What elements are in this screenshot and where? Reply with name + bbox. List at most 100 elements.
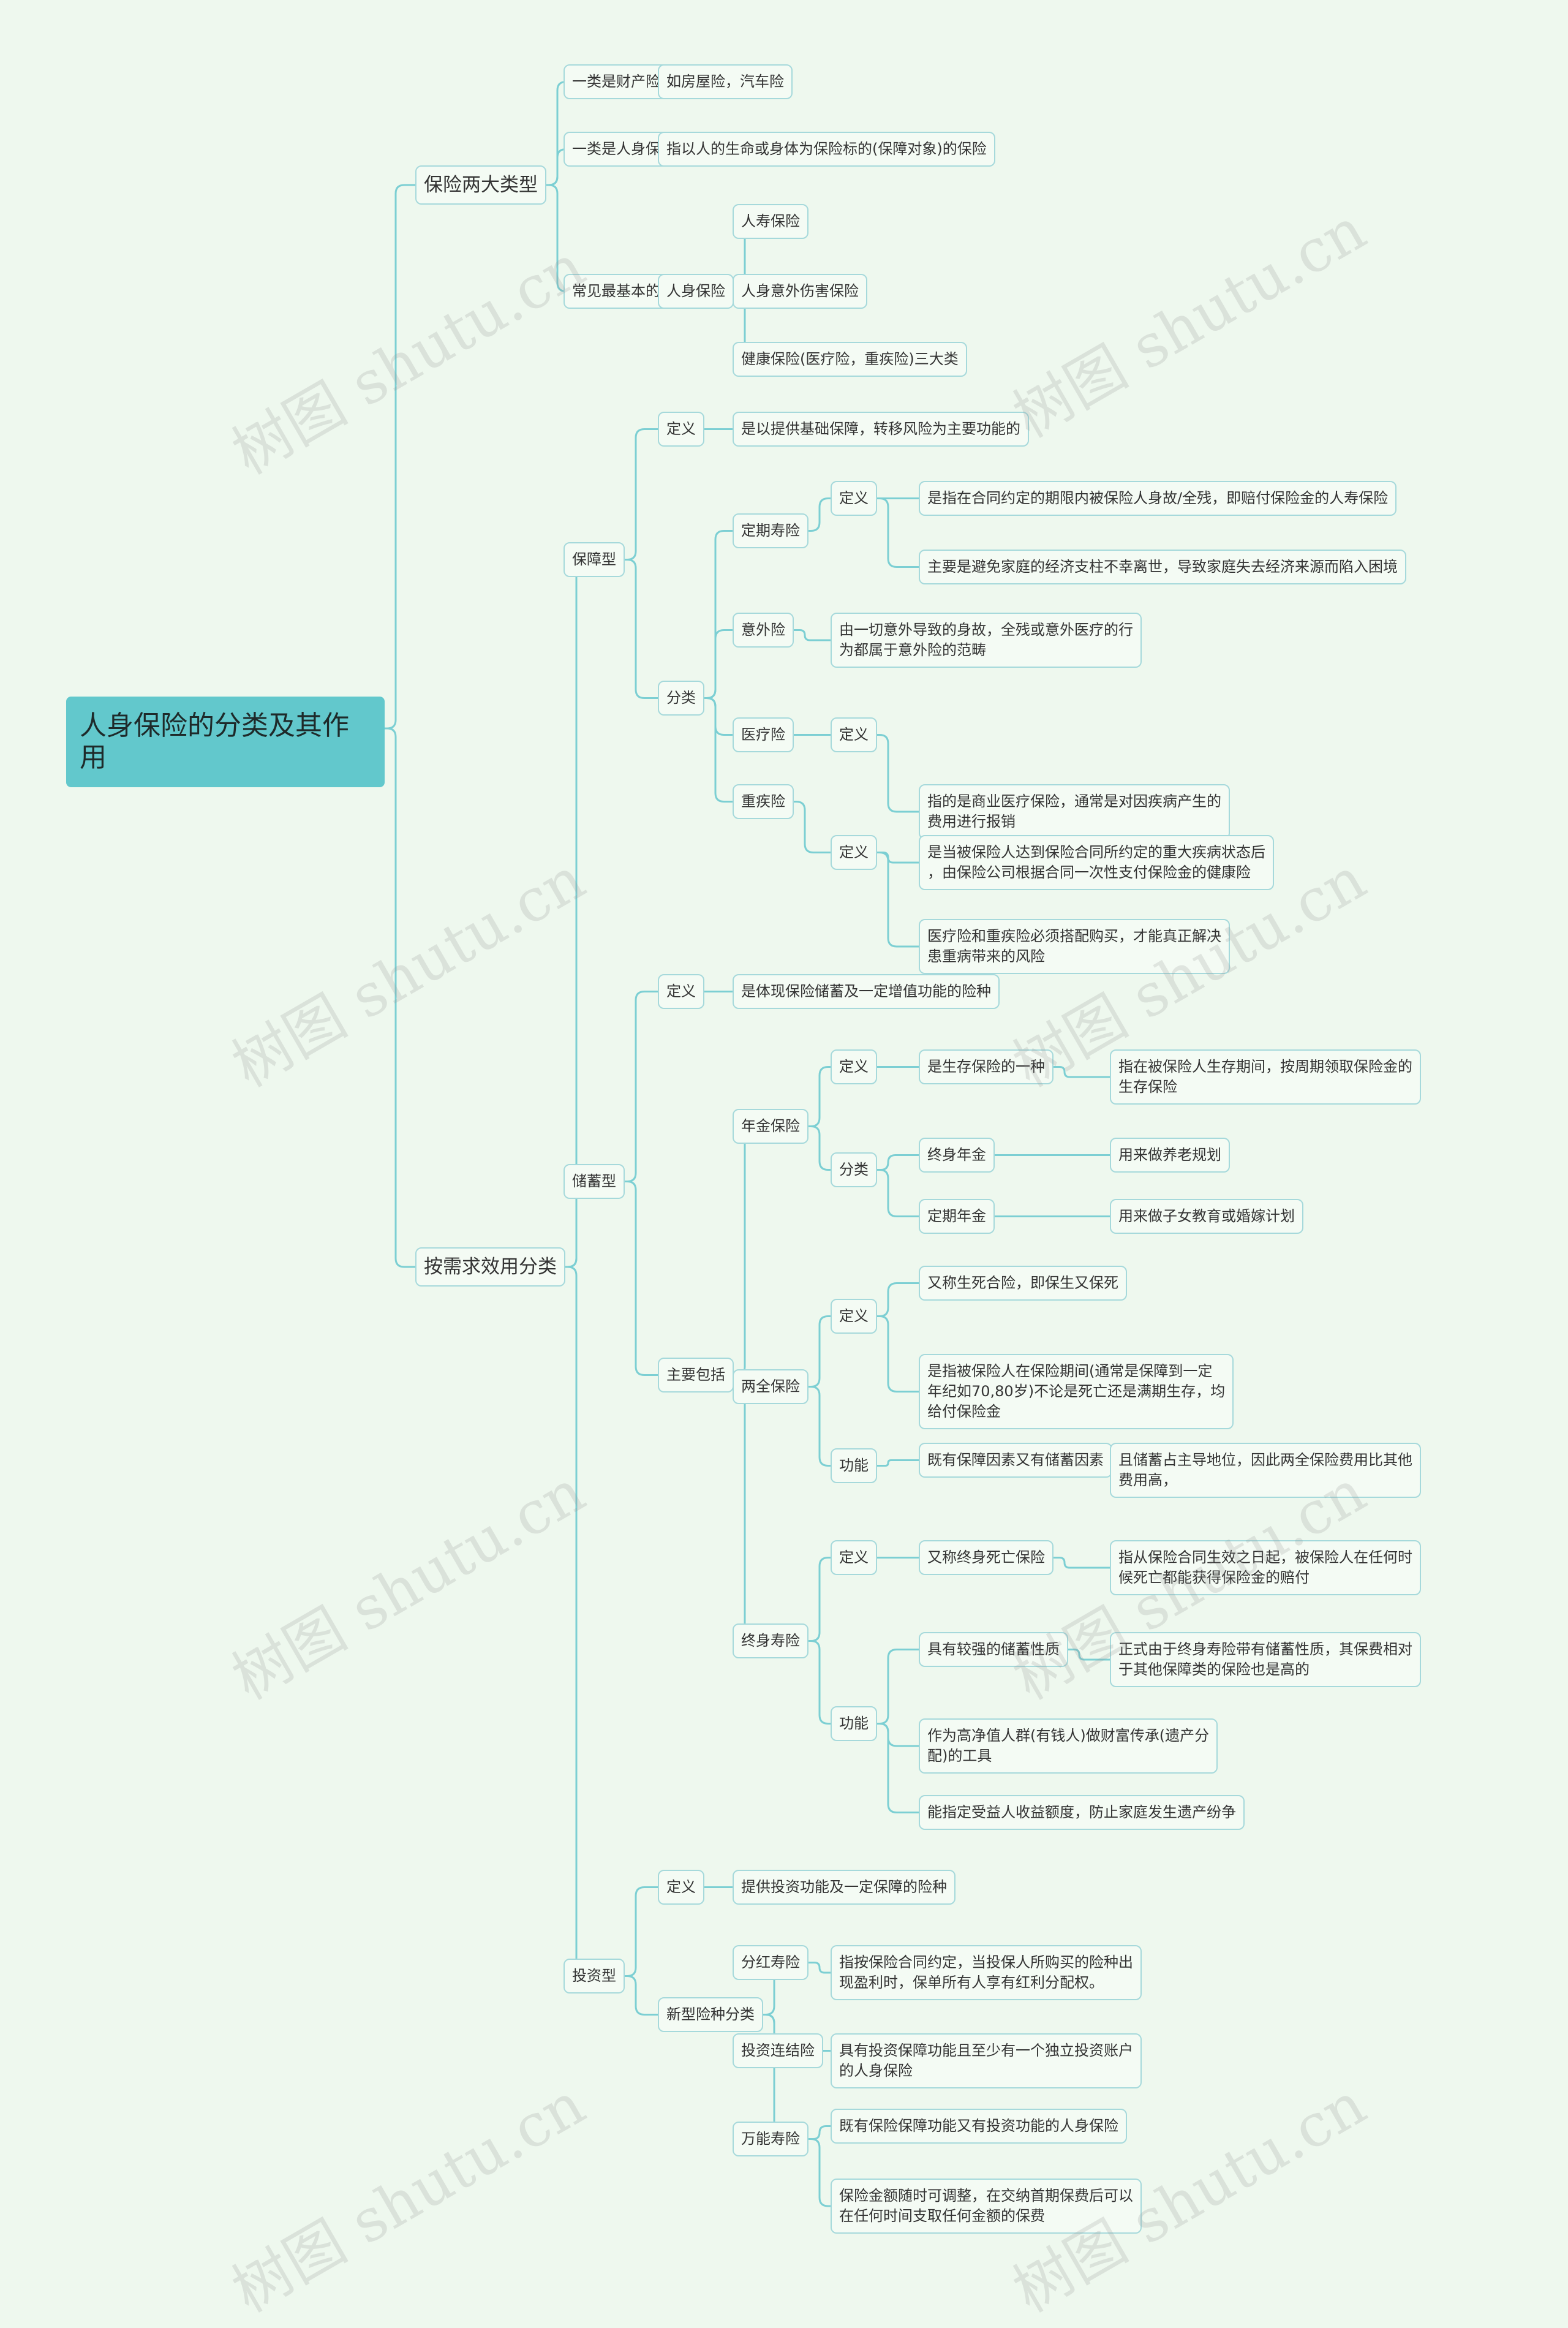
subtopic-node[interactable]: 新型险种分类 bbox=[658, 1997, 763, 2032]
subtopic-node[interactable]: 功能 bbox=[831, 1448, 877, 1483]
subtopic-node[interactable]: 定期年金 bbox=[919, 1199, 995, 1234]
subtopic-node[interactable]: 既有保险保障功能又有投资功能的人身保险 bbox=[831, 2109, 1127, 2144]
subtopic-node[interactable]: 终身寿险 bbox=[733, 1623, 809, 1658]
subtopic-node[interactable]: 两全保险 bbox=[733, 1369, 809, 1404]
subtopic-node[interactable]: 既有保障因素又有储蓄因素 bbox=[919, 1443, 1112, 1478]
subtopic-node[interactable]: 定期寿险 bbox=[733, 513, 809, 548]
subtopic-node[interactable]: 一类是财产险 bbox=[564, 64, 669, 99]
topic-node[interactable]: 按需求效用分类 bbox=[415, 1247, 565, 1287]
subtopic-node[interactable]: 医疗险 bbox=[733, 717, 794, 752]
connector-line bbox=[546, 184, 567, 292]
connector-line bbox=[877, 852, 919, 948]
subtopic-node[interactable]: 提供投资功能及一定保障的险种 bbox=[733, 1870, 956, 1905]
subtopic-node[interactable]: 且储蓄占主导地位，因此两全保险费用比其他 费用高， bbox=[1110, 1443, 1421, 1498]
subtopic-node[interactable]: 分红寿险 bbox=[733, 1945, 809, 1980]
subtopic-node[interactable]: 储蓄型 bbox=[564, 1164, 625, 1199]
subtopic-node[interactable]: 定义 bbox=[831, 481, 877, 516]
subtopic-node[interactable]: 指的是商业医疗保险，通常是对因疾病产生的 费用进行报销 bbox=[919, 784, 1230, 839]
connector-line bbox=[877, 1459, 919, 1467]
subtopic-node[interactable]: 万能寿险 bbox=[733, 2122, 809, 2156]
connector-line bbox=[809, 1315, 831, 1388]
connector-line bbox=[809, 2138, 831, 2207]
connector-line bbox=[625, 428, 658, 561]
subtopic-node[interactable]: 人身保险 bbox=[658, 274, 734, 309]
connector-line bbox=[704, 697, 733, 803]
subtopic-node[interactable]: 是以提供基础保障，转移风险为主要功能的 bbox=[733, 412, 1029, 447]
connector-line bbox=[546, 81, 567, 186]
subtopic-node[interactable]: 指按保险合同约定，当投保人所购买的险种出 现盈利时，保单所有人享有红利分配权。 bbox=[831, 1945, 1142, 2000]
connector-line bbox=[809, 1125, 831, 1171]
subtopic-node[interactable]: 意外险 bbox=[733, 613, 794, 648]
subtopic-node[interactable]: 具有较强的储蓄性质 bbox=[919, 1632, 1068, 1667]
connector-line bbox=[625, 559, 658, 699]
connector-line bbox=[704, 697, 733, 736]
subtopic-node[interactable]: 分类 bbox=[831, 1152, 877, 1187]
subtopic-node[interactable]: 指从保险合同生效之日起，被保险人在任何时 候死亡都能获得保险金的赔付 bbox=[1110, 1540, 1421, 1595]
subtopic-node[interactable]: 定义 bbox=[831, 1049, 877, 1084]
subtopic-node[interactable]: 作为高净值人群(有钱人)做财富传承(遗产分 配)的工具 bbox=[919, 1718, 1218, 1774]
connector-line bbox=[1068, 1649, 1110, 1661]
subtopic-node[interactable]: 人身意外伤害保险 bbox=[733, 274, 867, 309]
subtopic-node[interactable]: 投资连结险 bbox=[733, 2033, 823, 2068]
subtopic-node[interactable]: 具有投资保障功能且至少有一个独立投资账户 的人身保险 bbox=[831, 2033, 1142, 2088]
root-node[interactable]: 人身保险的分类及其作用 bbox=[66, 697, 385, 787]
connector-line bbox=[809, 497, 831, 532]
subtopic-node[interactable]: 定义 bbox=[658, 1870, 704, 1905]
connector-line bbox=[809, 1066, 831, 1127]
connector-line bbox=[704, 530, 733, 699]
connector-line bbox=[733, 1125, 754, 1376]
subtopic-node[interactable]: 定义 bbox=[831, 1299, 877, 1334]
connector-line bbox=[385, 727, 415, 1268]
subtopic-node[interactable]: 指以人的生命或身体为保险标的(保障对象)的保险 bbox=[658, 132, 995, 167]
connector-line bbox=[809, 1557, 831, 1642]
subtopic-node[interactable]: 指在被保险人生存期间，按周期领取保险金的 生存保险 bbox=[1110, 1049, 1421, 1105]
connector-line bbox=[877, 1154, 919, 1171]
subtopic-node[interactable]: 定义 bbox=[831, 1540, 877, 1575]
subtopic-node[interactable]: 能指定受益人收益额度，防止家庭发生遗产纷争 bbox=[919, 1795, 1245, 1830]
subtopic-node[interactable]: 年金保险 bbox=[733, 1109, 809, 1144]
topic-node[interactable]: 保险两大类型 bbox=[415, 165, 546, 205]
subtopic-node[interactable]: 功能 bbox=[831, 1706, 877, 1741]
subtopic-node[interactable]: 是体现保险储蓄及一定增值功能的险种 bbox=[733, 974, 1000, 1009]
subtopic-node[interactable]: 定义 bbox=[658, 412, 704, 447]
subtopic-node[interactable]: 是指在合同约定的期限内被保险人身故/全残，即赔付保险金的人寿保险 bbox=[919, 481, 1397, 516]
subtopic-node[interactable]: 是生存保险的一种 bbox=[919, 1049, 1054, 1084]
subtopic-node[interactable]: 由一切意外导致的身故，全残或意外医疗的行 为都属于意外险的范畴 bbox=[831, 613, 1142, 668]
connector-line bbox=[1054, 1066, 1110, 1078]
subtopic-node[interactable]: 又称终身死亡保险 bbox=[919, 1540, 1054, 1575]
subtopic-node[interactable]: 重疾险 bbox=[733, 784, 794, 819]
subtopic-node[interactable]: 定义 bbox=[658, 974, 704, 1009]
subtopic-node[interactable]: 又称生死合险，即保生又保死 bbox=[919, 1266, 1127, 1301]
connector-line bbox=[733, 1374, 754, 1642]
subtopic-node[interactable]: 健康保险(医疗险，重疾险)三大类 bbox=[733, 342, 967, 377]
subtopic-node[interactable]: 定义 bbox=[831, 835, 877, 870]
subtopic-node[interactable]: 终身年金 bbox=[919, 1138, 995, 1173]
connector-line bbox=[877, 1649, 919, 1725]
connector-line bbox=[877, 497, 919, 568]
subtopic-node[interactable]: 保障型 bbox=[564, 542, 625, 577]
connector-line bbox=[877, 734, 919, 813]
connector-line bbox=[809, 2125, 831, 2140]
subtopic-node[interactable]: 人寿保险 bbox=[733, 204, 809, 239]
subtopic-node[interactable]: 是指被保险人在保险期间(通常是保障到一定 年纪如70,80岁)不论是死亡还是满期… bbox=[919, 1354, 1234, 1429]
connector-line bbox=[625, 1975, 658, 2016]
subtopic-node[interactable]: 主要是避免家庭的经济支柱不幸离世，导致家庭失去经济来源而陷入困境 bbox=[919, 550, 1406, 584]
subtopic-node[interactable]: 用来做子女教育或婚嫁计划 bbox=[1110, 1199, 1303, 1234]
subtopic-node[interactable]: 正式由于终身寿险带有储蓄性质，其保费相对 于其他保障类的保险也是高的 bbox=[1110, 1632, 1421, 1687]
connector-line bbox=[877, 1282, 919, 1317]
subtopic-node[interactable]: 主要包括 bbox=[658, 1358, 734, 1393]
connector-line bbox=[809, 1962, 831, 1974]
subtopic-node[interactable]: 投资型 bbox=[564, 1959, 625, 1994]
subtopic-node[interactable]: 用来做养老规划 bbox=[1110, 1138, 1230, 1173]
connector-line bbox=[564, 1266, 586, 1977]
connector-line bbox=[1054, 1557, 1110, 1569]
subtopic-node[interactable]: 如房屋险，汽车险 bbox=[658, 64, 793, 99]
subtopic-node[interactable]: 定义 bbox=[831, 717, 877, 752]
subtopic-node[interactable]: 保险金额随时可调整，在交纳首期保费后可以 在任何时间支取任何金额的保费 bbox=[831, 2179, 1142, 2234]
subtopic-node[interactable]: 分类 bbox=[658, 681, 704, 716]
subtopic-node[interactable]: 是当被保险人达到保险合同所约定的重大疾病状态后 ，由保险公司根据合同一次性支付保… bbox=[919, 835, 1274, 890]
connector-line bbox=[809, 1386, 831, 1467]
connector-line bbox=[877, 1169, 919, 1217]
subtopic-node[interactable]: 医疗险和重疾险必须搭配购买，才能真正解决 患重病带来的风险 bbox=[919, 919, 1230, 974]
